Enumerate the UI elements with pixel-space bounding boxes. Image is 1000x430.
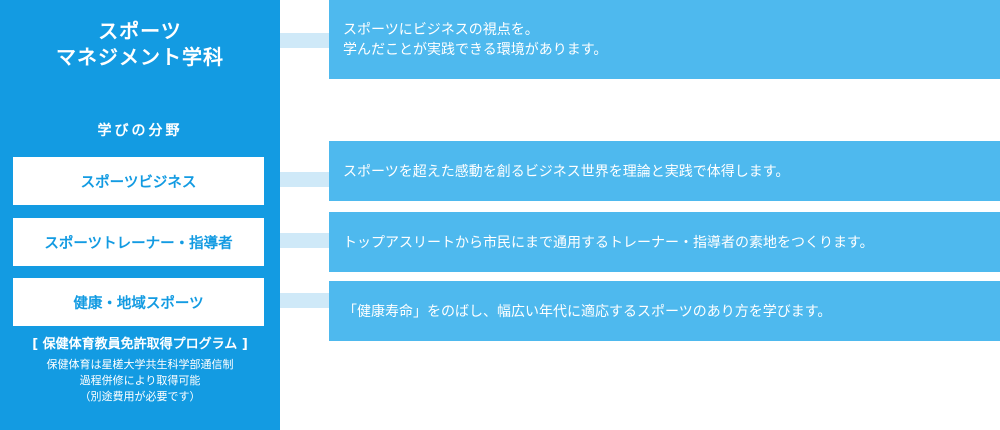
department-intro-line1: スポーツにビジネスの視点を。 (343, 22, 539, 38)
program-notes: 保健体育は星槎大学共生科学部通信制 過程併修により取得可能 （別途費用が必要です… (0, 357, 280, 405)
field-description-health-community-sports: 「健康寿命」をのばし、幅広い年代に適応するスポーツのあり方を学びます。 (329, 281, 1000, 341)
department-title-line1: スポーツ (98, 19, 182, 43)
program-note-line3: （別途費用が必要です） (79, 390, 201, 403)
connector-health-community-sports (280, 293, 329, 308)
connector-intro (280, 33, 329, 48)
department-intro: スポーツにビジネスの視点を。 学んだことが実践できる環境があります。 (329, 0, 1000, 79)
field-item-health-community-sports: 健康・地域スポーツ (13, 278, 264, 326)
field-description-sports-trainer: トップアスリートから市民にまで通用するトレーナー・指導者の素地をつくります。 (329, 212, 1000, 272)
program-note-line2: 過程併修により取得可能 (79, 374, 201, 387)
department-title: スポーツ マネジメント学科 (0, 18, 280, 70)
field-item-label: スポーツトレーナー・指導者 (44, 235, 233, 252)
connector-sports-business (280, 172, 329, 187)
program-note-line1: 保健体育は星槎大学共生科学部通信制 (46, 358, 234, 371)
department-panel: スポーツ マネジメント学科 学びの分野 スポーツビジネス スポーツトレーナー・指… (0, 0, 280, 430)
department-title-line2: マネジメント学科 (56, 45, 224, 69)
fields-heading: 学びの分野 (97, 123, 183, 139)
field-description-text: スポーツを超えた感動を創るビジネス世界を理論と実践で体得します。 (343, 164, 790, 180)
field-item-sports-business: スポーツビジネス (13, 157, 264, 205)
field-description-text: 「健康寿命」をのばし、幅広い年代に適応するスポーツのあり方を学びます。 (343, 304, 832, 320)
department-intro-line2: 学んだことが実践できる環境があります。 (343, 42, 608, 58)
program-title: [ 保健体育教員免許取得プログラム ] (32, 337, 248, 352)
field-description-text: トップアスリートから市民にまで通用するトレーナー・指導者の素地をつくります。 (343, 235, 874, 251)
field-item-sports-trainer: スポーツトレーナー・指導者 (13, 218, 264, 266)
field-item-label: スポーツビジネス (80, 174, 197, 191)
connector-sports-trainer (280, 233, 329, 248)
field-item-label: 健康・地域スポーツ (73, 295, 204, 312)
field-description-sports-business: スポーツを超えた感動を創るビジネス世界を理論と実践で体得します。 (329, 141, 1000, 201)
